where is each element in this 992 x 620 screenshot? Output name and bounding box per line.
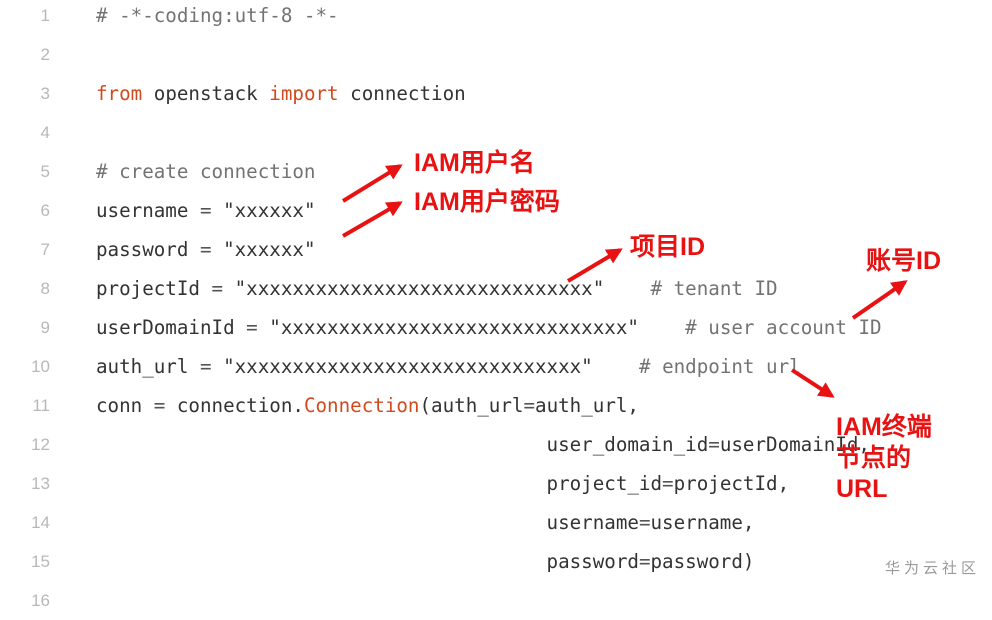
- line-number: 16: [31, 591, 50, 610]
- code-line[interactable]: 8 projectId = "xxxxxxxxxxxxxxxxxxxxxxxxxx…: [0, 269, 992, 308]
- code-line[interactable]: 16: [0, 581, 992, 620]
- line-number: 5: [40, 162, 50, 181]
- code-token-string: "xxxxxxxxxxxxxxxxxxxxxxxxxxxxxx": [223, 355, 593, 378]
- code-line[interactable]: 3 from openstack import connection: [0, 74, 992, 113]
- code-line[interactable]: 10 auth_url = "xxxxxxxxxxxxxxxxxxxxxxxxxx…: [0, 347, 992, 386]
- code-token-op: =: [638, 511, 651, 534]
- line-number: 7: [40, 240, 50, 259]
- code-token-string: "xxxxxx": [223, 199, 316, 222]
- code-line[interactable]: 9 userDomainId = "xxxxxxxxxxxxxxxxxxxxxxx…: [0, 308, 992, 347]
- code-token-plain: [604, 277, 650, 300]
- annotation-iam-username: IAM用户名: [414, 149, 535, 177]
- code-text: project_id=projectId,: [96, 464, 790, 503]
- code-token-plain: username,: [650, 511, 755, 534]
- code-token-keyword: import: [269, 82, 339, 105]
- line-number: 10: [31, 357, 50, 376]
- code-token-plain: (auth_url: [419, 394, 524, 417]
- line-number: 1: [40, 6, 50, 25]
- code-token-plain: password: [96, 550, 639, 573]
- code-token-comment: # create connection: [96, 160, 316, 183]
- code-text: auth_url = "xxxxxxxxxxxxxxxxxxxxxxxxxxxx…: [96, 347, 801, 386]
- code-token-comment: # endpoint url: [638, 355, 801, 378]
- code-token-op: =: [188, 355, 224, 378]
- line-number: 9: [40, 318, 50, 337]
- code-token-plain: openstack: [142, 82, 270, 105]
- code-token-plain: project_id: [96, 472, 663, 495]
- code-token-string: "xxxxxx": [223, 238, 316, 261]
- code-text: username = "xxxxxx": [96, 191, 316, 230]
- annotation-account-id: 账号ID: [866, 247, 942, 275]
- code-line[interactable]: 7 password = "xxxxxx": [0, 230, 992, 269]
- code-token-plain: projectId,: [673, 472, 790, 495]
- line-number: 13: [31, 474, 50, 493]
- code-token-plain: connection: [338, 82, 466, 105]
- annotation-project-id: 项目ID: [630, 233, 706, 261]
- code-text: userDomainId = "xxxxxxxxxxxxxxxxxxxxxxxx…: [96, 308, 882, 347]
- code-token-plain: username: [96, 511, 639, 534]
- code-text: # create connection: [96, 152, 316, 191]
- code-token-op: =: [199, 277, 235, 300]
- line-number: 3: [40, 84, 50, 103]
- code-text: password = "xxxxxx": [96, 230, 316, 269]
- code-token-comment: # tenant ID: [650, 277, 778, 300]
- code-token-plain: auth_url: [96, 355, 189, 378]
- code-token-op: =: [708, 433, 720, 456]
- code-text: # -*-coding:utf-8 -*-: [96, 0, 339, 35]
- line-number: 4: [40, 123, 50, 142]
- code-text: user_domain_id=userDomainId,: [96, 425, 870, 464]
- code-line[interactable]: 15 password=password): [0, 542, 992, 581]
- code-text: password=password): [96, 542, 755, 581]
- code-token-plain: username: [96, 199, 189, 222]
- line-number: 12: [31, 435, 50, 454]
- code-token-plain: projectId: [96, 277, 200, 300]
- line-number: 2: [40, 45, 50, 64]
- code-token-comment: # user account ID: [685, 316, 882, 339]
- code-line[interactable]: 2: [0, 35, 992, 74]
- annotation-iam-endpoint: IAM终端 节点的 URL: [836, 413, 932, 503]
- code-line[interactable]: 4: [0, 113, 992, 152]
- code-token-op: =: [188, 238, 224, 261]
- code-token-op: =: [523, 394, 536, 417]
- code-token-plain: password): [650, 550, 755, 573]
- code-token-op: =: [638, 550, 651, 573]
- code-token-string: "xxxxxxxxxxxxxxxxxxxxxxxxxxxxxx": [269, 316, 639, 339]
- line-number: 6: [40, 201, 50, 220]
- line-number: 11: [32, 396, 50, 415]
- code-token-plain: userDomainId: [96, 316, 235, 339]
- code-token-plain: [593, 355, 639, 378]
- code-token-plain: auth_url,: [535, 394, 639, 417]
- code-line[interactable]: 14 username=username,: [0, 503, 992, 542]
- code-token-plain: user_domain_id: [96, 433, 709, 456]
- code-line[interactable]: 12 user_domain_id=userDomainId,: [0, 425, 992, 464]
- code-token-string: "xxxxxxxxxxxxxxxxxxxxxxxxxxxxxx": [234, 277, 605, 300]
- code-token-op: =: [234, 316, 270, 339]
- code-token-plain: [639, 316, 685, 339]
- code-text: projectId = "xxxxxxxxxxxxxxxxxxxxxxxxxxx…: [96, 269, 778, 308]
- code-token-plain: conn: [96, 394, 143, 417]
- code-text: from openstack import connection: [96, 74, 466, 113]
- watermark: 华为云社区: [884, 560, 980, 577]
- code-text: username=username,: [96, 503, 755, 542]
- code-token-keyword: from: [96, 82, 143, 105]
- code-line[interactable]: 13 project_id=projectId,: [0, 464, 992, 503]
- code-token-op: =: [188, 199, 224, 222]
- code-text: conn = connection.Connection(auth_url=au…: [96, 386, 639, 425]
- line-number: 8: [40, 279, 50, 298]
- line-number: 15: [31, 552, 50, 571]
- code-token-plain: userDomainId,: [719, 433, 870, 456]
- code-line[interactable]: 5 # create connection: [0, 152, 992, 191]
- code-line[interactable]: 6 username = "xxxxxx": [0, 191, 992, 230]
- line-number: 14: [31, 513, 50, 532]
- code-token-plain: password: [96, 238, 189, 261]
- code-line[interactable]: 1 # -*-coding:utf-8 -*-: [0, 0, 992, 35]
- annotation-iam-password: IAM用户密码: [414, 188, 560, 216]
- code-token-comment: # -*-coding:utf-8 -*-: [96, 4, 339, 27]
- code-token-plain: connection.: [176, 394, 304, 417]
- code-token-op: =: [662, 472, 674, 495]
- code-token-op: =: [142, 394, 177, 417]
- code-token-call: Connection: [303, 394, 420, 417]
